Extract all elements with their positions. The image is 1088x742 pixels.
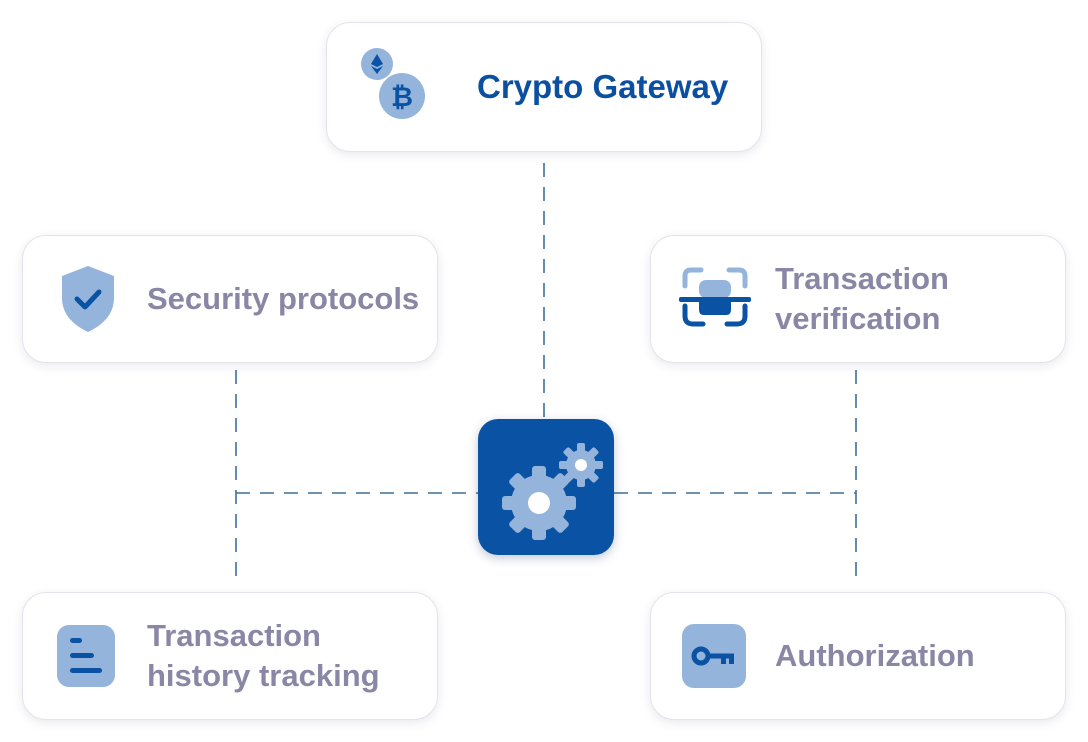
crypto-gateway-label: Crypto Gateway xyxy=(477,68,729,105)
svg-text:₿: ₿ xyxy=(391,82,413,112)
gears-icon xyxy=(486,425,606,550)
document-lines-icon xyxy=(55,623,117,689)
crypto-gateway-node: ₿ Crypto Gateway xyxy=(326,22,762,152)
authorization-label: Authorization xyxy=(775,638,975,673)
security-protocols-label: Security protocols xyxy=(147,281,420,316)
scan-frame-icon xyxy=(677,264,753,334)
authorization-node: Authorization xyxy=(650,592,1066,720)
central-hub-node xyxy=(478,419,614,555)
transaction-history-label: Transaction history tracking xyxy=(147,618,380,693)
transaction-verification-label: Transaction verification xyxy=(775,261,949,336)
transaction-verification-node: Transaction verification xyxy=(650,235,1066,363)
transaction-history-node: Transaction history tracking xyxy=(22,592,438,720)
shield-check-icon xyxy=(53,262,123,336)
crypto-coins-icon: ₿ xyxy=(357,45,431,129)
key-icon xyxy=(681,623,747,689)
security-protocols-node: Security protocols xyxy=(22,235,438,363)
